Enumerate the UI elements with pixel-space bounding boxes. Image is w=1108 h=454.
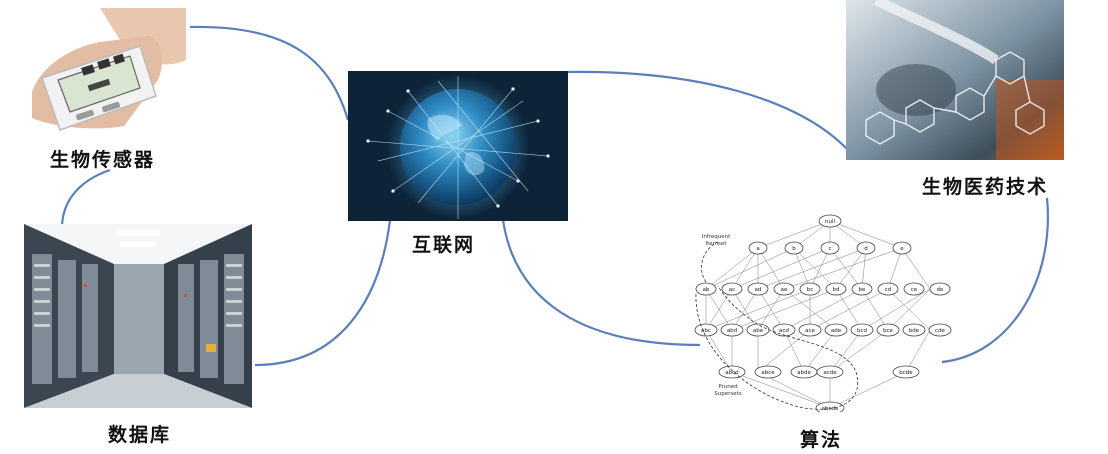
biomed-label: 生物医药技术 [922, 176, 1049, 198]
connector-internet-database [254, 219, 392, 367]
svg-text:abce: abce [761, 370, 775, 376]
database-image [24, 224, 252, 408]
svg-text:bc: bc [807, 287, 814, 293]
svg-text:cd: cd [885, 287, 892, 293]
svg-text:be: be [859, 287, 866, 293]
internet-image [348, 71, 568, 221]
svg-text:bd: bd [833, 287, 840, 293]
svg-text:abde: abde [797, 370, 811, 376]
svg-text:d: d [864, 246, 868, 252]
connector-internet-biomed [566, 70, 849, 151]
svg-text:ad: ad [755, 287, 762, 293]
svg-text:bcd: bcd [857, 328, 867, 334]
svg-text:e: e [900, 246, 904, 252]
server-room-icon [24, 224, 252, 408]
svg-text:ac: ac [729, 287, 735, 293]
database-label: 数据库 [108, 424, 172, 446]
infrequent-itemset-note-line1: Infrequent [702, 234, 731, 240]
laboratory-pipette-icon [846, 0, 1064, 160]
svg-text:abe: abe [753, 328, 764, 334]
lattice-root-text: null [825, 219, 835, 225]
svg-text:cde: cde [935, 328, 946, 334]
svg-text:abcd: abcd [725, 370, 738, 376]
blood-pressure-monitor-icon [30, 8, 186, 136]
svg-text:b: b [792, 246, 796, 252]
connector-biomed-algorithm [941, 197, 1049, 364]
connector-sensor-internet [189, 25, 350, 121]
svg-text:a: a [756, 246, 759, 252]
svg-text:abc: abc [701, 328, 711, 334]
pruned-supersets-note-line1: Pruned [718, 384, 737, 390]
svg-text:c: c [828, 246, 831, 252]
svg-text:abcde: abcde [822, 406, 839, 412]
sensor-image [30, 8, 186, 136]
infrequent-itemset-note-line2: Itemset [706, 241, 728, 247]
svg-text:acde: acde [823, 370, 837, 376]
sensor-label: 生物传感器 [50, 149, 156, 171]
pruned-supersets-note-line2: Supersets [714, 391, 742, 397]
svg-text:bde: bde [909, 328, 920, 334]
globe-network-icon [348, 71, 568, 221]
svg-text:ce: ce [911, 287, 918, 293]
svg-text:de: de [937, 287, 944, 293]
svg-text:ade: ade [831, 328, 842, 334]
biomed-image [846, 0, 1064, 160]
algorithm-label: 算法 [800, 429, 843, 451]
svg-text:acd: acd [779, 328, 789, 334]
svg-text:ab: ab [703, 287, 710, 293]
svg-text:bcde: bcde [899, 370, 913, 376]
svg-text:ae: ae [781, 287, 788, 293]
svg-text:bce: bce [883, 328, 894, 334]
svg-text:ace: ace [805, 328, 815, 334]
connector-internet-algorithm [501, 219, 701, 347]
internet-label: 互联网 [412, 234, 476, 256]
svg-text:abd: abd [727, 328, 737, 334]
connector-sensor-database [60, 168, 111, 229]
